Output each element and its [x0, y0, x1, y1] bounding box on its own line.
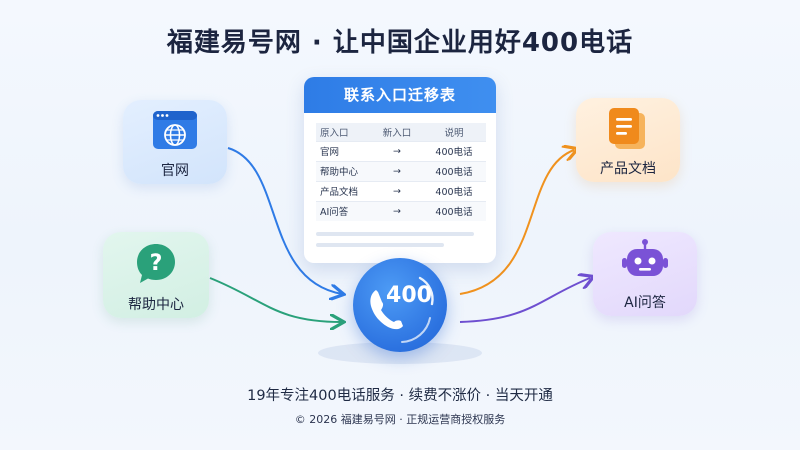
header-from: 原入口 [316, 123, 372, 141]
row-to: 400电话 [422, 160, 486, 181]
table-row: 帮助中心 → 400电话 [316, 160, 486, 181]
node-site: 官网 [123, 100, 227, 184]
placeholder-line [316, 243, 444, 247]
node-ai-qa: AI问答 [593, 232, 697, 316]
page-title: 福建易号网 · 让中国企业用好400电话 [166, 28, 634, 58]
row-to: 400电话 [422, 140, 486, 161]
row-to: 400电话 [422, 180, 486, 201]
center-shadow [318, 342, 482, 364]
robot-icon [622, 239, 668, 276]
row-arrow: → [372, 160, 422, 181]
row-to: 400电话 [422, 200, 486, 221]
node-help-center: ? 帮助中心 [103, 232, 209, 318]
table-header-row: 原入口 新入口 说明 [316, 123, 486, 141]
arrow-doc-to-phone [459, 150, 574, 295]
row-arrow: → [372, 140, 422, 161]
arrow-ai-to-phone [459, 278, 590, 323]
question-bubble-icon: ? [137, 244, 175, 283]
document-icon [609, 108, 645, 149]
migration-table-card: 联系入口迁移表 原入口 新入口 说明 官网 → 400电话 帮助中心 → 40 [304, 77, 496, 263]
header-note: 说明 [422, 123, 486, 141]
svg-text:?: ? [150, 251, 163, 276]
footer-tagline: 19年专注400电话服务 · 续费不涨价 · 当天开通 [247, 388, 553, 404]
row-arrow: → [372, 200, 422, 221]
center-400-label: 400 [386, 283, 432, 308]
migration-table: 原入口 新入口 说明 官网 → 400电话 帮助中心 → 400电话 产品文档 [316, 123, 486, 221]
row-from: 官网 [316, 140, 372, 161]
node-product-docs: 产品文档 [576, 98, 680, 182]
node-ai-label: AI问答 [624, 295, 666, 311]
placeholder-line [316, 232, 474, 236]
table-row: 产品文档 → 400电话 [316, 180, 486, 201]
table-title: 联系入口迁移表 [304, 77, 496, 113]
table-row: AI问答 → 400电话 [316, 200, 486, 221]
row-arrow: → [372, 180, 422, 201]
row-from: 帮助中心 [316, 160, 372, 181]
table-row: 官网 → 400电话 [316, 140, 486, 161]
node-help-label: 帮助中心 [128, 297, 184, 313]
node-site-label: 官网 [161, 163, 189, 179]
row-from: AI问答 [316, 200, 372, 221]
header-to: 新入口 [372, 123, 422, 141]
arrow-help-to-phone [209, 277, 342, 322]
globe-browser-icon [153, 111, 197, 149]
row-from: 产品文档 [316, 180, 372, 201]
footer-copyright: © 2026 福建易号网 · 正规运营商授权服务 [294, 413, 506, 426]
node-doc-label: 产品文档 [600, 161, 656, 177]
arrow-site-to-phone [227, 147, 342, 294]
